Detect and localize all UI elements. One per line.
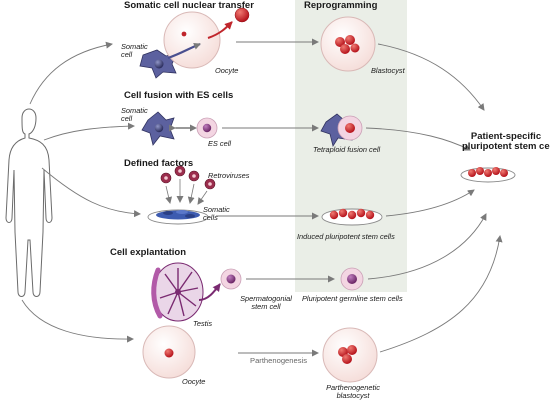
arrow-figure-to-oocyte: [21, 299, 134, 343]
testis-icon: [151, 262, 204, 322]
retrovirus-icon-2: [174, 165, 186, 177]
retrovirus-icon-1: [160, 172, 172, 184]
heading-fusion: Cell fusion with ES cells: [124, 90, 234, 101]
arrow-blastocyst-to-result: [377, 43, 485, 111]
label-parthenogenesis: Parthenogenesis: [250, 356, 307, 365]
heading-reprogramming: Reprogramming: [304, 0, 378, 11]
label-retroviruses: Retroviruses: [208, 171, 250, 180]
arrow-figure-to-fusion: [43, 122, 135, 141]
arrow-germline-to-result: [367, 213, 487, 280]
nucleus-removal-arrow: [207, 21, 233, 39]
label-tetraploid: Tetraploid fusion cell: [313, 145, 381, 154]
spermatogonial-stem-cell: [220, 268, 242, 290]
nuclear-transfer-arrow: [167, 42, 201, 60]
result-line-2: pluripotent stem cells: [462, 141, 550, 153]
label-ips: Induced pluripotent stem cells: [297, 232, 395, 241]
arrow-parthenogenetic-to-result: [379, 235, 503, 353]
oocyte-1-nucleus: [181, 31, 187, 37]
heading-defined: Defined factors: [124, 158, 194, 169]
arrow-virus-1: [165, 185, 173, 204]
label-blastocyst: Blastocyst: [371, 66, 405, 75]
label-germline: Pluripotent germline stem cells: [302, 294, 403, 303]
label-es-cell: ES cell: [208, 139, 232, 148]
oocyte-1: [163, 11, 221, 69]
human-figure-icon: [5, 108, 53, 297]
arrow-figure-to-scnt: [29, 41, 113, 105]
arrow-virus-3: [187, 183, 195, 204]
result-line-1: Patient-specific: [470, 131, 542, 142]
result-title: Patient-specific pluripotent stem cells: [462, 131, 550, 153]
germline-stem-cell: [340, 267, 364, 291]
arrow-tetraploid-to-result: [365, 127, 471, 151]
label-somatic-cell-1: Somatic cell: [121, 42, 148, 60]
arrow-virus-4: [197, 190, 208, 205]
label-oocyte-2: Oocyte: [182, 377, 206, 386]
label-somatic-cell-2: Somatic cell: [121, 106, 148, 124]
oocyte-2: [142, 325, 196, 379]
label-oocyte-1: Oocyte: [215, 66, 239, 75]
arrow-figure-to-defined: [41, 167, 141, 218]
somatic-cell-2: [141, 111, 175, 146]
arrow-ips-to-result: [385, 189, 475, 217]
arrow-testis-to-spermatogonial: [198, 283, 221, 301]
retrovirus-icon-4: [204, 178, 216, 190]
heading-explant: Cell explantation: [110, 247, 187, 258]
label-spermatogonial: Spermatogonial stem cell: [240, 294, 292, 312]
ips-dish: [321, 208, 383, 226]
parthenogenetic-blastocyst: [322, 327, 378, 383]
tetraploid-fusion-cell: [320, 113, 363, 148]
heading-scnt: Somatic cell nuclear transfer: [124, 0, 254, 11]
label-somatic-cells: Somatic cells: [203, 205, 230, 223]
somatic-cells-dish: [147, 209, 209, 225]
retrovirus-icon-3: [188, 170, 200, 182]
result-stem-cell-dish: [460, 167, 516, 183]
label-parthenogenetic-blastocyst: Parthenogenetic blastocyst: [326, 383, 380, 401]
label-testis: Testis: [193, 319, 213, 328]
blastocyst: [320, 16, 376, 72]
es-cell: [196, 117, 218, 139]
extracted-nucleus: [234, 7, 250, 23]
